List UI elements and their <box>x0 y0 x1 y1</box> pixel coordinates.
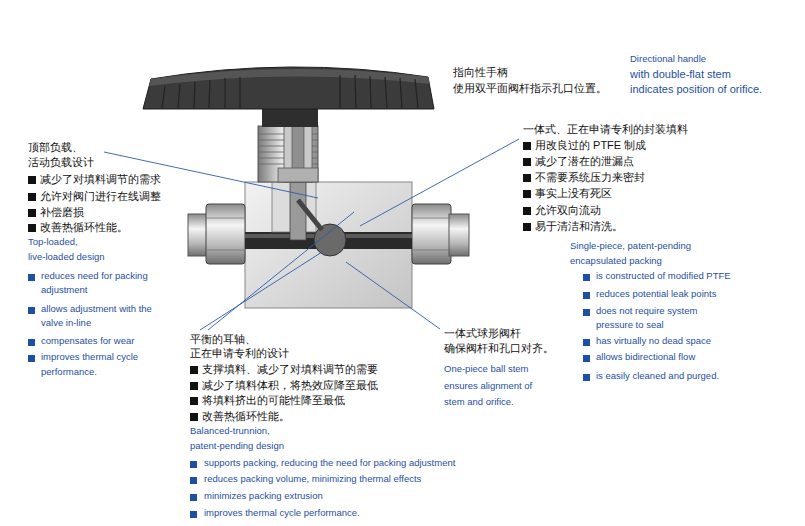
callout-text: pressure to seal <box>596 320 664 331</box>
callout-text: 减少了潜在的泄漏点 <box>535 155 634 168</box>
bullet-square <box>28 209 36 217</box>
callout-text: stem and orifice. <box>444 397 514 408</box>
bonnet <box>258 126 318 182</box>
callout-text: 正在申请专利的设计 <box>190 347 289 360</box>
callout-text: 改善热循环性能。 <box>202 410 290 423</box>
callout-text: 允许双向流动 <box>535 204 601 217</box>
bullet-square <box>28 355 35 362</box>
tube-end <box>449 214 469 256</box>
bullet-square <box>583 274 590 281</box>
callout-text: patent-pending design <box>190 441 284 452</box>
callout-text: 支撑填料、减少了对填料调节的需要 <box>202 363 378 376</box>
callout-text: 一体式、正在申请专利的封装填料 <box>523 123 688 136</box>
fitting-nut <box>412 204 451 264</box>
fitting-nut <box>206 204 245 264</box>
callout-text: 减少了对填料调节的需求 <box>40 173 161 186</box>
callout-text: Directional handle <box>630 54 706 65</box>
tube-end <box>188 214 208 256</box>
callout-text: 将填料挤出的可能性降至最低 <box>202 394 345 407</box>
callout-text: 确保阀杆和孔口对齐。 <box>444 342 554 355</box>
callout-text: Single-piece, patent-pending <box>570 241 691 252</box>
callout-text: allows bidirectional flow <box>596 352 695 363</box>
bullet-square <box>583 374 590 381</box>
callout-text: 事实上没有死区 <box>535 187 612 200</box>
bullet-square <box>523 158 531 166</box>
callout-text: 允许对阀门进行在线调整 <box>40 190 161 203</box>
bullet-square <box>190 413 198 421</box>
callout-text: is easily cleaned and purged. <box>596 371 719 382</box>
callout-text: Balanced-trunnion, <box>190 426 270 437</box>
bullet-square <box>190 477 197 484</box>
callout-text: allows adjustment with the <box>41 304 152 315</box>
callout-text: 指向性手柄 <box>453 66 508 79</box>
directional-handle <box>143 67 434 109</box>
bullet-square <box>190 461 197 468</box>
callout-text: 不需要系统压力来密封 <box>535 171 645 184</box>
callout-text: indicates position of orifice. <box>630 83 762 96</box>
bullet-square <box>190 366 198 374</box>
callout-text: has virtually no dead space <box>596 336 711 347</box>
valve-body <box>245 182 412 308</box>
callout-text: 使用双平面阀杆指示孔口位置。 <box>453 82 607 95</box>
callout-text: 平衡的耳轴、 <box>190 333 256 346</box>
callout-text: Top-loaded, <box>28 237 78 248</box>
callout-text: 一体式球形阀杆 <box>444 327 521 340</box>
callout-text: live-loaded design <box>28 252 105 263</box>
bullet-square <box>190 382 198 390</box>
callout-text: valve in-line <box>41 318 91 329</box>
bullet-square <box>190 511 197 518</box>
bullet-square <box>28 339 35 346</box>
bullet-square <box>28 224 36 232</box>
callout-text: 顶部负载、 <box>28 141 83 154</box>
callout-text: reduces need for packing <box>41 271 148 282</box>
bullet-square <box>583 309 590 316</box>
callout-text: 用改良过的 PTFE 制成 <box>535 139 646 152</box>
bullet-square <box>523 190 531 198</box>
bullet-square <box>523 174 531 182</box>
bullet-square <box>28 307 35 314</box>
callout-text: ensures alignment of <box>444 381 532 392</box>
callout-text: 活动负载设计 <box>28 156 94 169</box>
callout-text: adjustment <box>41 285 87 296</box>
callout-text: 易于清洁和清洗。 <box>535 220 623 233</box>
callout-text: does not require system <box>596 306 697 317</box>
callout-text: improves thermal cycle performance. <box>204 508 360 519</box>
bullet-square <box>190 397 198 405</box>
callout-text: reduces potential leak points <box>596 289 716 300</box>
bullet-square <box>28 274 35 281</box>
callout-text: minimizes packing extrusion <box>204 491 323 502</box>
bullet-square <box>523 142 531 150</box>
callout-text: One-piece ball stem <box>444 364 528 375</box>
bullet-square <box>28 193 36 201</box>
bullet-square <box>583 339 590 346</box>
callout-text: with double-flat stem <box>630 68 731 81</box>
bullet-square <box>190 494 197 501</box>
bullet-square <box>583 292 590 299</box>
callout-text: 改善热循环性能。 <box>40 221 128 234</box>
bullet-square <box>583 355 590 362</box>
leader-line <box>104 139 519 330</box>
bullet-square <box>28 176 36 184</box>
callout-text: supports packing, reducing the need for … <box>204 458 455 469</box>
callout-text: is constructed of modified PTFE <box>596 271 731 282</box>
bullet-square <box>523 207 531 215</box>
callout-text: compensates for wear <box>41 336 134 347</box>
callout-text: reduces packing volume, minimizing therm… <box>204 474 421 485</box>
callout-text: encapsulated packing <box>570 256 662 267</box>
bullet-square <box>523 223 531 231</box>
callout-text: performance. <box>41 367 97 378</box>
callout-text: 减少了填料体积，将热效应降至最低 <box>202 379 378 392</box>
callout-text: 补偿磨损 <box>40 206 84 219</box>
callout-text: improves thermal cycle <box>41 352 138 363</box>
